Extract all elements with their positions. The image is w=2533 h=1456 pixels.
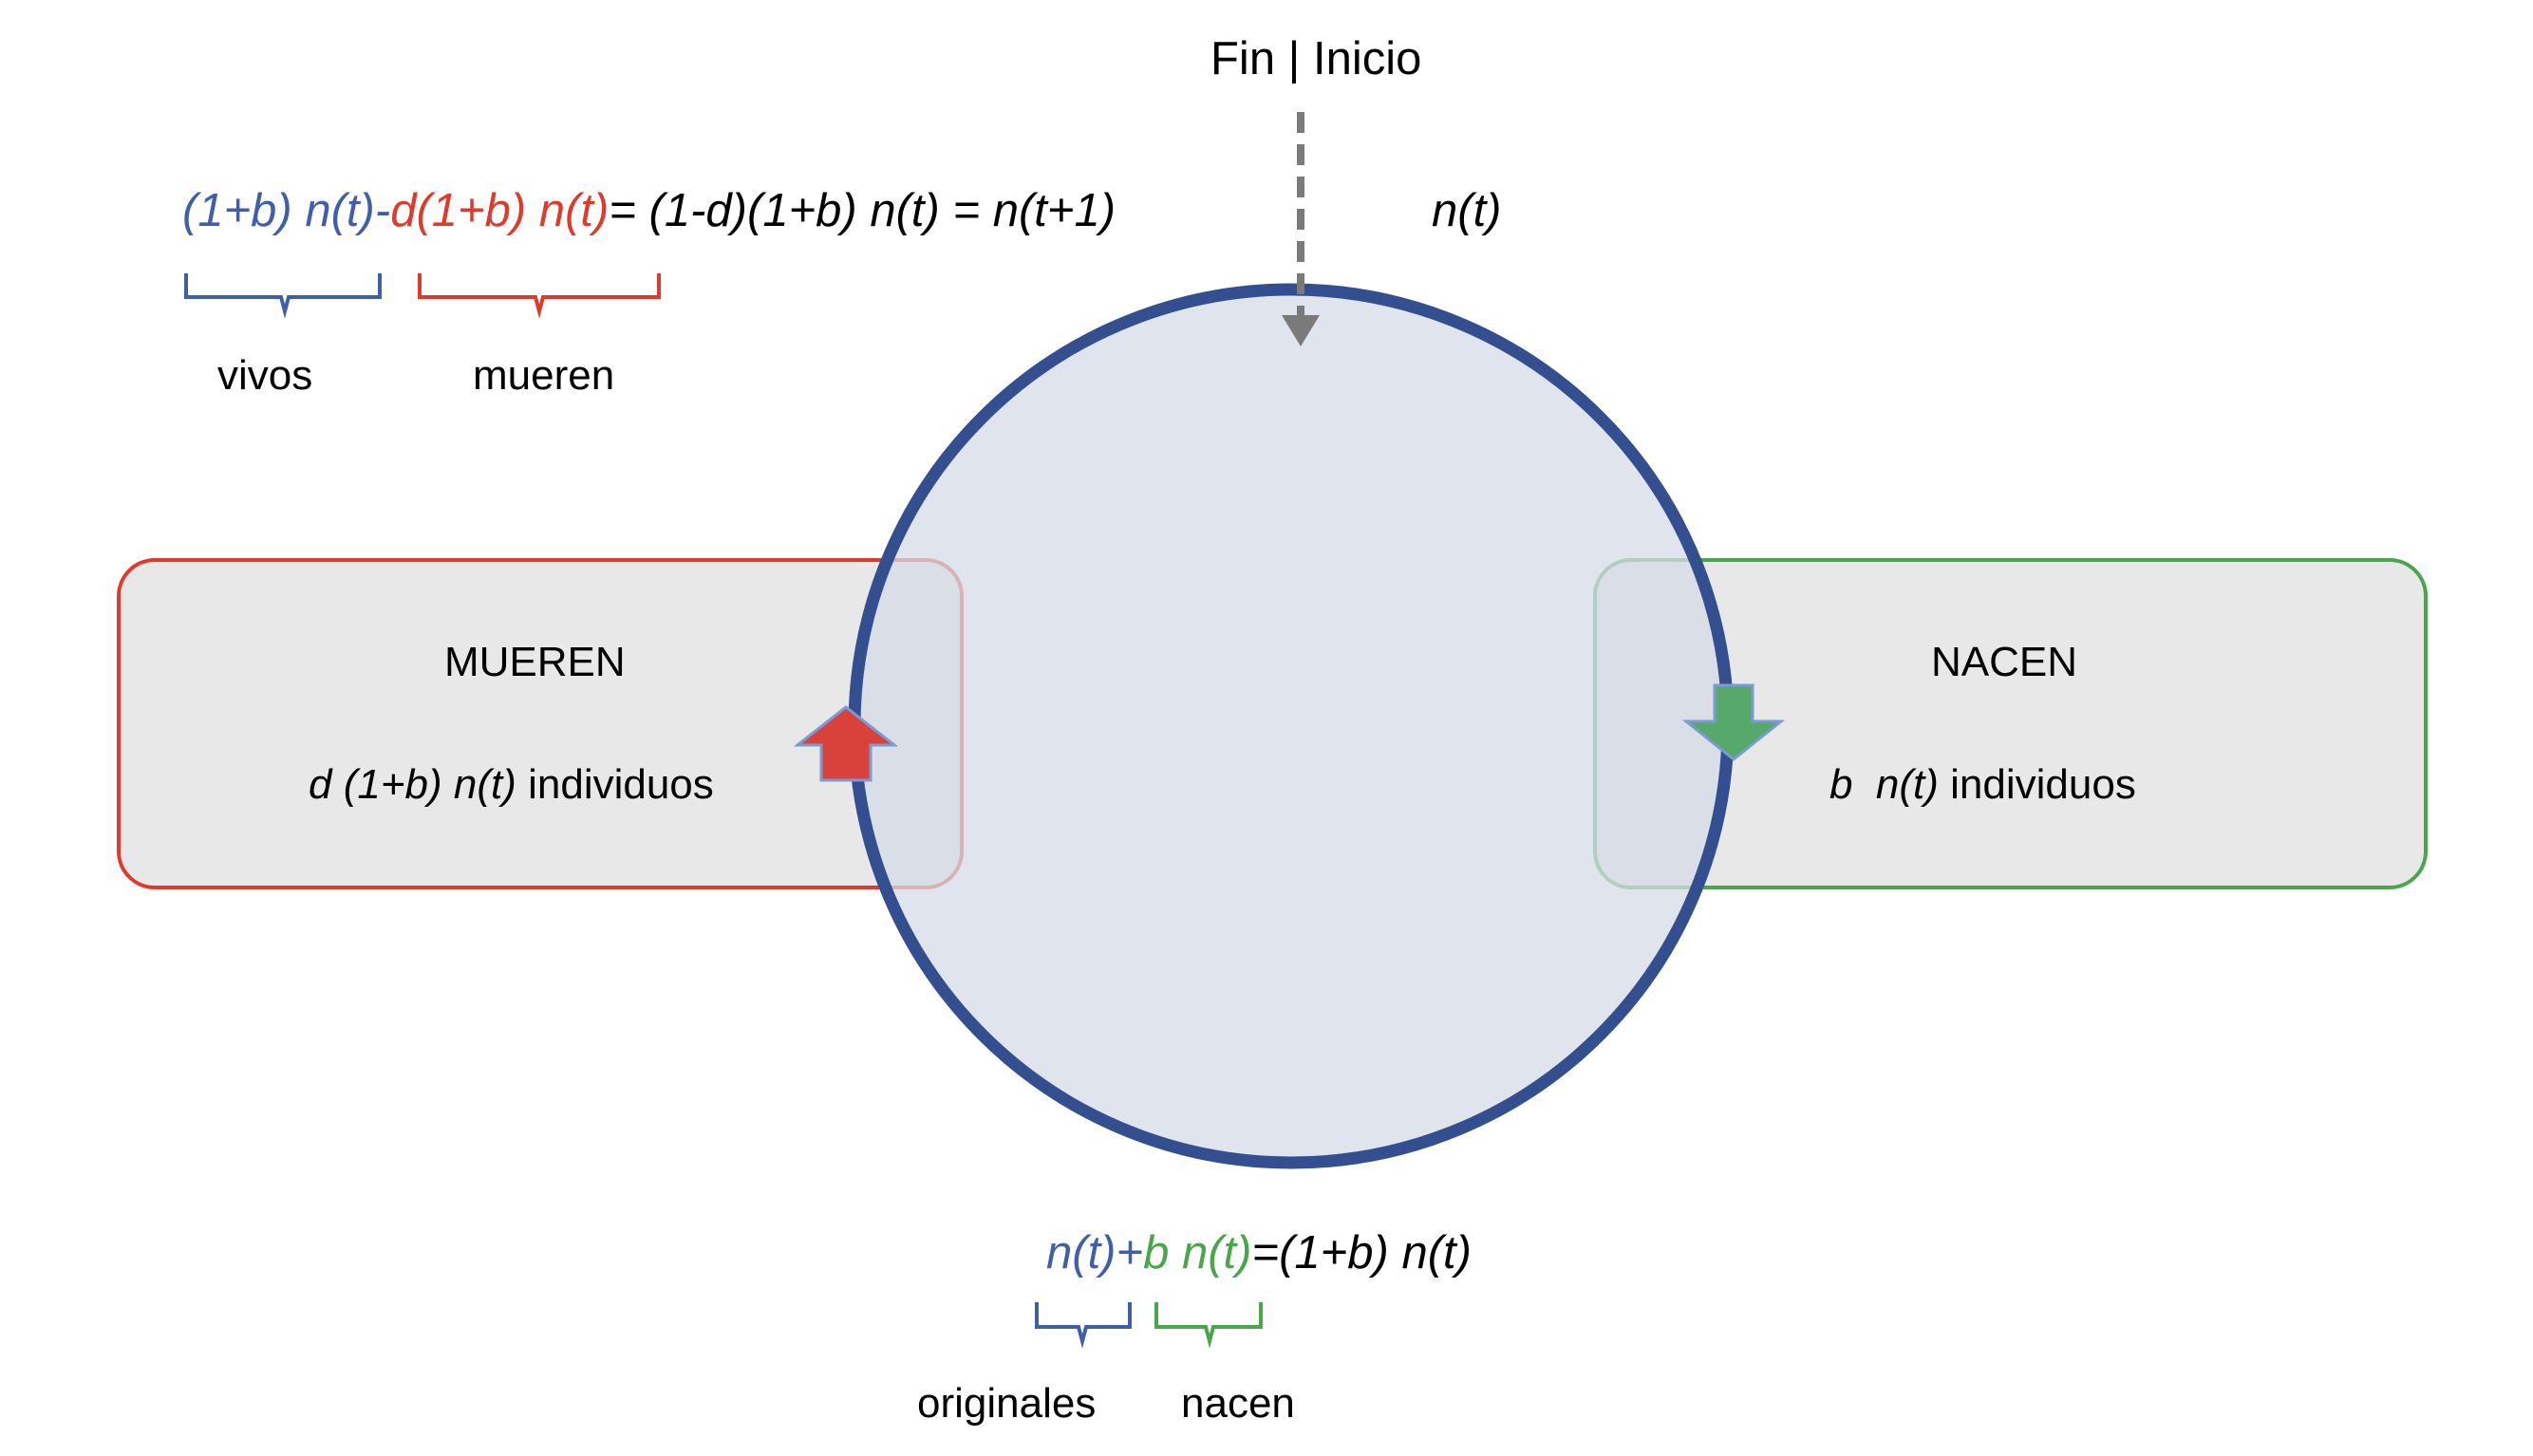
cycle-start-label: Fin | Inicio xyxy=(1210,33,1422,84)
right-box-formula: b n(t) individuos xyxy=(1829,764,2136,806)
right-box-formula-expr: b n(t) xyxy=(1829,761,1939,808)
brace-label-originales: originales xyxy=(917,1380,1097,1427)
birth-arrow-icon xyxy=(1681,683,1786,761)
state-label: n(t) xyxy=(1432,185,1502,236)
bottom-equation-born: b n(t) xyxy=(1143,1227,1252,1279)
left-box-formula: d (1+b) n(t) individuos xyxy=(309,764,714,806)
bottom-equation-original: n(t)+ xyxy=(1046,1227,1144,1279)
population-circle xyxy=(848,283,1735,1169)
brace-nacen xyxy=(1154,1302,1263,1349)
top-equation-dead: d(1+b) n(t) xyxy=(390,185,610,236)
bottom-equation: n(t)+b n(t)=(1+b) n(t) xyxy=(1046,1230,1472,1277)
death-arrow-icon xyxy=(793,705,899,782)
right-box-title: NACEN xyxy=(1931,639,2078,685)
start-arrow-head xyxy=(1282,315,1320,346)
brace-label-vivos: vivos xyxy=(217,352,313,399)
brace-label-nacen: nacen xyxy=(1181,1380,1295,1427)
brace-label-mueren: mueren xyxy=(473,352,615,399)
bottom-equation-result: =(1+b) n(t) xyxy=(1251,1227,1472,1279)
brace-originales xyxy=(1035,1302,1132,1349)
right-box-formula-suffix: individuos xyxy=(1938,761,2136,808)
top-equation-result: = (1-d)(1+b) n(t) = n(t+1) xyxy=(609,185,1116,236)
left-box-title: MUEREN xyxy=(444,639,626,685)
brace-mueren xyxy=(418,273,661,319)
brace-vivos xyxy=(184,273,382,319)
left-box-formula-expr: d (1+b) n(t) xyxy=(309,761,516,808)
top-equation: (1+b) n(t)-d(1+b) n(t)= (1-d)(1+b) n(t) … xyxy=(182,188,1116,234)
top-equation-alive: (1+b) n(t)- xyxy=(182,185,391,236)
left-box-formula-suffix: individuos xyxy=(516,761,714,808)
